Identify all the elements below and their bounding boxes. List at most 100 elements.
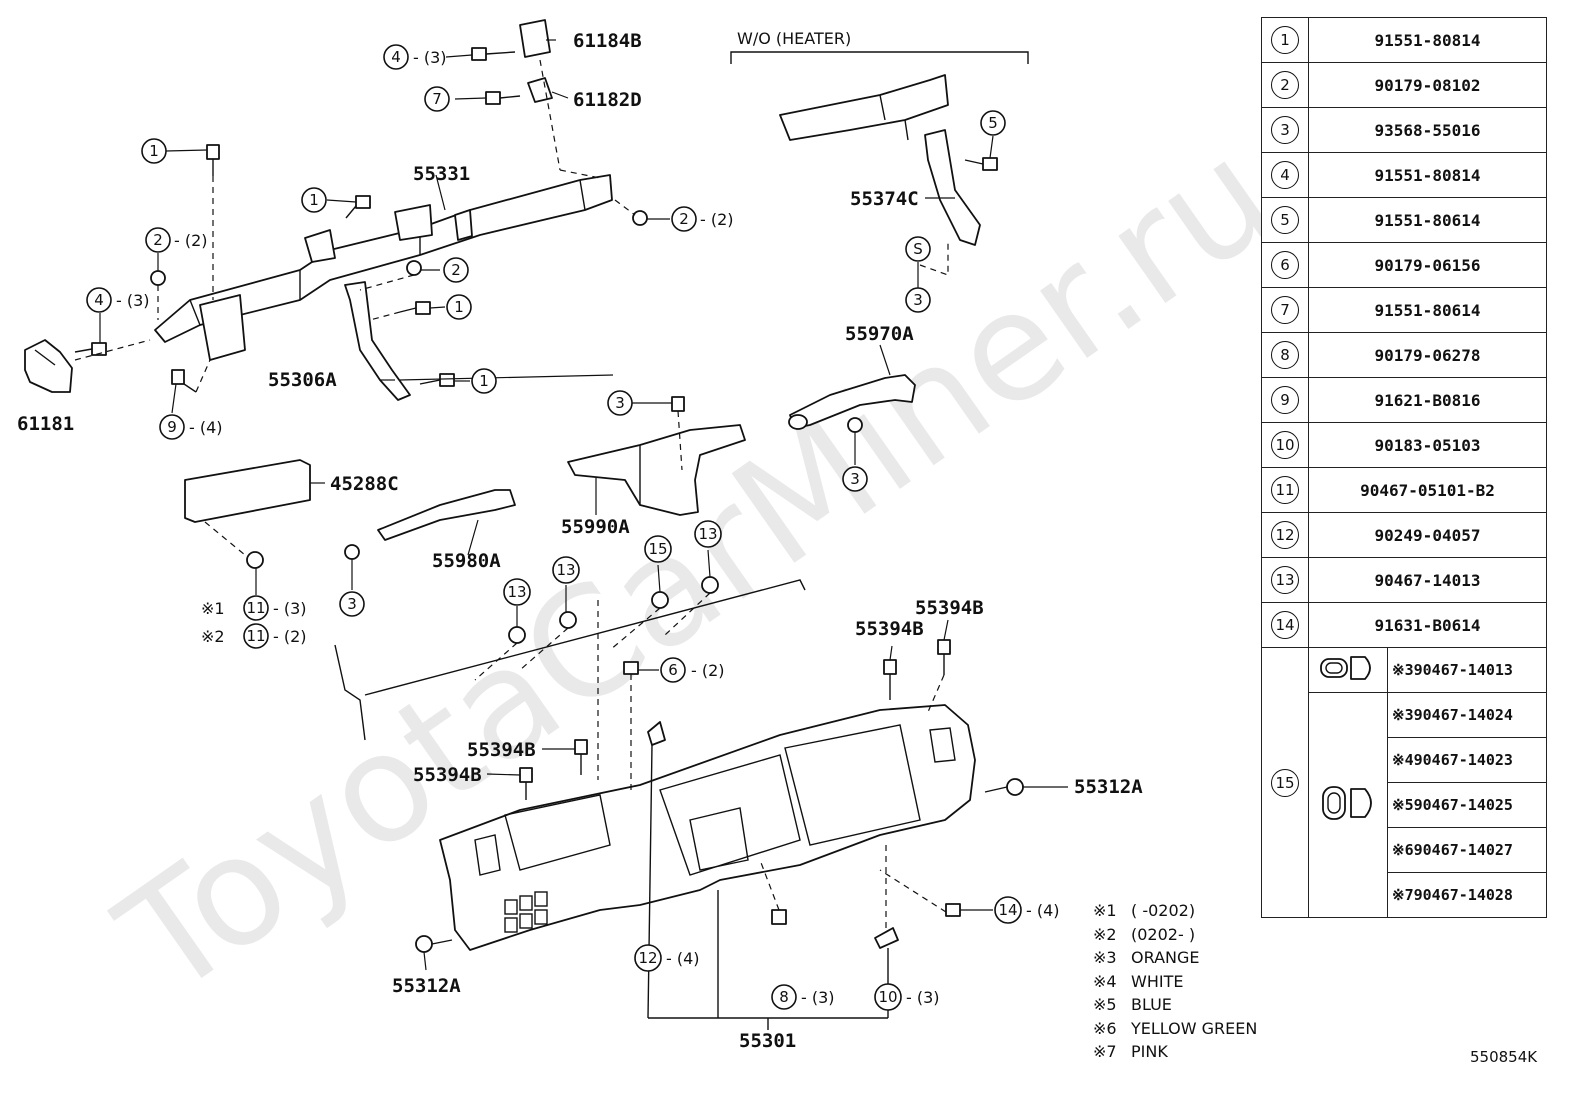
bracket-61184B	[519, 19, 551, 58]
svg-text:3: 3	[347, 595, 357, 613]
table-row-15-variant: ※590467-14025	[1262, 782, 1547, 828]
duct-55980A	[344, 489, 516, 560]
svg-text:6: 6	[668, 661, 678, 679]
table-row-15: 15 ※390467-14013	[1261, 647, 1547, 918]
callout-c1-c: 1	[446, 294, 472, 320]
svg-text:- (3): - (3)	[906, 988, 940, 1007]
panel-screws	[415, 639, 1024, 1019]
callout-c13-c: 13	[694, 520, 722, 548]
row-part-number: 91551-80614	[1308, 197, 1547, 243]
variant-row: ※590467-14025	[1387, 782, 1547, 828]
label-61181: 61181	[17, 413, 74, 435]
row-number: 4	[1271, 161, 1299, 189]
table-row-15-variant: ※490467-14023	[1262, 737, 1547, 783]
row-part-number: 90179-06278	[1308, 332, 1547, 378]
svg-text:1: 1	[309, 191, 319, 209]
svg-text:1: 1	[454, 298, 464, 316]
clip-tall-icon	[1308, 692, 1388, 918]
callout-c3-a: 3	[905, 287, 931, 313]
callout-c4-b: 4 - (3)	[86, 287, 150, 313]
table-row: 5 91551-80614	[1261, 197, 1547, 243]
callout-c5: 5	[980, 110, 1006, 136]
svg-text:- (4): - (4)	[666, 949, 700, 968]
svg-text:4: 4	[94, 291, 104, 309]
callout-c3-c: 3	[842, 466, 868, 492]
row-number: 13	[1271, 566, 1299, 594]
svg-text:- (2): - (2)	[273, 627, 307, 646]
svg-text:5: 5	[988, 114, 998, 132]
callout-c2-a: 2- (2)	[145, 227, 208, 253]
callout-c15: 15	[644, 535, 672, 563]
row-number: 5	[1271, 206, 1299, 234]
row-part-number: 91551-80814	[1308, 152, 1547, 198]
note-row: ※2(0202- )	[1093, 924, 1196, 944]
svg-text:※1: ※1	[201, 599, 225, 618]
label-55394B-d: 55394B	[413, 764, 482, 786]
label-45288C: 45288C	[330, 473, 399, 495]
svg-text:1: 1	[149, 142, 159, 160]
label-55374C: 55374C	[850, 188, 919, 210]
svg-text:2: 2	[451, 261, 461, 279]
svg-text:11: 11	[246, 599, 265, 617]
row-number: 2	[1271, 71, 1299, 99]
cover-45288C	[184, 459, 311, 569]
reinforcement-beam-55331	[154, 174, 613, 361]
svg-text:3: 3	[615, 394, 625, 412]
variant-row: ※390467-14013	[1387, 647, 1547, 693]
label-55312A-right: 55312A	[1074, 776, 1143, 798]
variant-row: ※390467-14024	[1387, 692, 1547, 738]
callout-c13-a: 13	[503, 578, 531, 606]
svg-text:※2: ※2	[201, 627, 225, 646]
callout-cS: S	[905, 236, 931, 262]
duct-55990A	[567, 396, 746, 516]
variant-row: ※490467-14023	[1387, 737, 1547, 783]
row-part-number: 91551-80814	[1308, 17, 1547, 63]
label-55306A: 55306A	[268, 369, 337, 391]
row-part-number: 91551-80614	[1308, 287, 1547, 333]
panel-group-bracket	[648, 890, 889, 1030]
svg-text:4: 4	[391, 48, 401, 66]
row-number: 15	[1271, 768, 1299, 797]
callout-c12: 12- (4)	[634, 944, 700, 972]
callout-c2-b: 2- (2)	[671, 206, 734, 232]
svg-text:- (3): - (3)	[116, 291, 150, 310]
label-61184B: 61184B	[573, 30, 642, 52]
row-number: 1	[1271, 26, 1299, 54]
callout-c10: 10- (3)	[874, 983, 940, 1011]
callout-c6: 6 - (2)	[660, 657, 725, 683]
section-bracket	[730, 51, 1029, 64]
row-part-number: 90467-05101-B2	[1308, 467, 1547, 513]
clip-flat-icon	[1308, 647, 1388, 693]
callout-c9: 9- (4)	[159, 414, 223, 440]
variant-row: ※690467-14027	[1387, 827, 1547, 873]
svg-text:- (3): - (3)	[413, 48, 447, 67]
label-55394B-c: 55394B	[467, 739, 536, 761]
svg-text:11: 11	[246, 627, 265, 645]
svg-text:13: 13	[698, 525, 717, 543]
note-row: ※1( -0202)	[1093, 901, 1196, 920]
svg-text:- (4): - (4)	[1026, 901, 1060, 920]
bracket-61182D	[527, 77, 553, 103]
callout-c3-b: 3	[607, 390, 633, 416]
callout-c7-top: 7	[424, 86, 450, 112]
callout-c13-b: 13	[552, 556, 580, 584]
row-number: 6	[1271, 251, 1299, 279]
row-part-number: 91631-B0614	[1308, 602, 1547, 648]
table-row-15-variant: ※390467-14024	[1262, 692, 1547, 918]
guide-lines-upper	[74, 59, 636, 393]
svg-text:- (2): - (2)	[691, 661, 725, 680]
